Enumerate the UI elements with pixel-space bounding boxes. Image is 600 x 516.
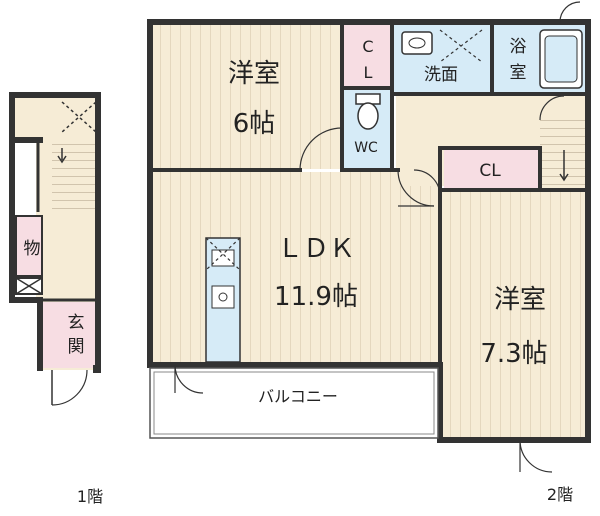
- entrance-door[interactable]: [51, 369, 88, 406]
- entrance-label-line2: 関: [68, 337, 85, 357]
- closet1-label-line1: C: [362, 37, 373, 56]
- wc-door[interactable]: [397, 169, 435, 207]
- first-floor: 物 玄 関: [9, 92, 101, 406]
- hall-door[interactable]: [539, 95, 565, 121]
- washbasin-icon: [401, 31, 433, 55]
- entrance-label-line1: 玄: [68, 313, 85, 333]
- bathroom-label-line1: 浴: [510, 37, 527, 57]
- room2-balcony-door[interactable]: [519, 439, 553, 473]
- second-floor: 洋室 6帖 ＬＤＫ 11.9帖 洋室 7.3帖 C L CL WC 洗面 浴 室…: [147, 1, 591, 473]
- first-floor-label: 1階: [77, 487, 103, 506]
- ldk-size: 11.9帖: [274, 282, 358, 312]
- storage-closet: [16, 215, 42, 275]
- balcony: [149, 367, 439, 439]
- room1-size: 6帖: [233, 109, 276, 139]
- bath-door[interactable]: [559, 1, 581, 23]
- closet2-label: CL: [479, 161, 501, 181]
- ldk: [150, 172, 440, 365]
- washroom-label: 洗面: [424, 65, 458, 85]
- ceiling-light-icon: [61, 101, 97, 133]
- storage-label: 物: [24, 239, 41, 259]
- western-room-1: [150, 24, 342, 169]
- closet1-label-line2: L: [364, 63, 373, 82]
- room2-door[interactable]: [413, 169, 441, 197]
- room2-size: 7.3帖: [480, 339, 547, 369]
- toilet-icon: [355, 93, 381, 130]
- room2-name: 洋室: [494, 285, 546, 315]
- kitchen-counter: [205, 237, 241, 363]
- closet-2: [444, 148, 538, 190]
- washing-machine-icon: [439, 29, 483, 63]
- room1-door[interactable]: [299, 127, 343, 171]
- second-floor-label: 2階: [547, 485, 573, 504]
- bathtub-icon: [539, 29, 583, 89]
- balcony-door[interactable]: [174, 364, 204, 394]
- room1-name: 洋室: [228, 59, 280, 89]
- bathroom-label-line2: 室: [510, 63, 527, 83]
- closet-1: [344, 24, 392, 90]
- ldk-name: ＬＤＫ: [277, 234, 355, 264]
- first-floor-stairs: [52, 140, 96, 210]
- wc-label: WC: [354, 140, 378, 156]
- balcony-label: バルコニー: [258, 387, 338, 406]
- fridge-icon: [205, 237, 241, 271]
- entrance: [40, 302, 96, 368]
- western-room-2: [440, 190, 588, 438]
